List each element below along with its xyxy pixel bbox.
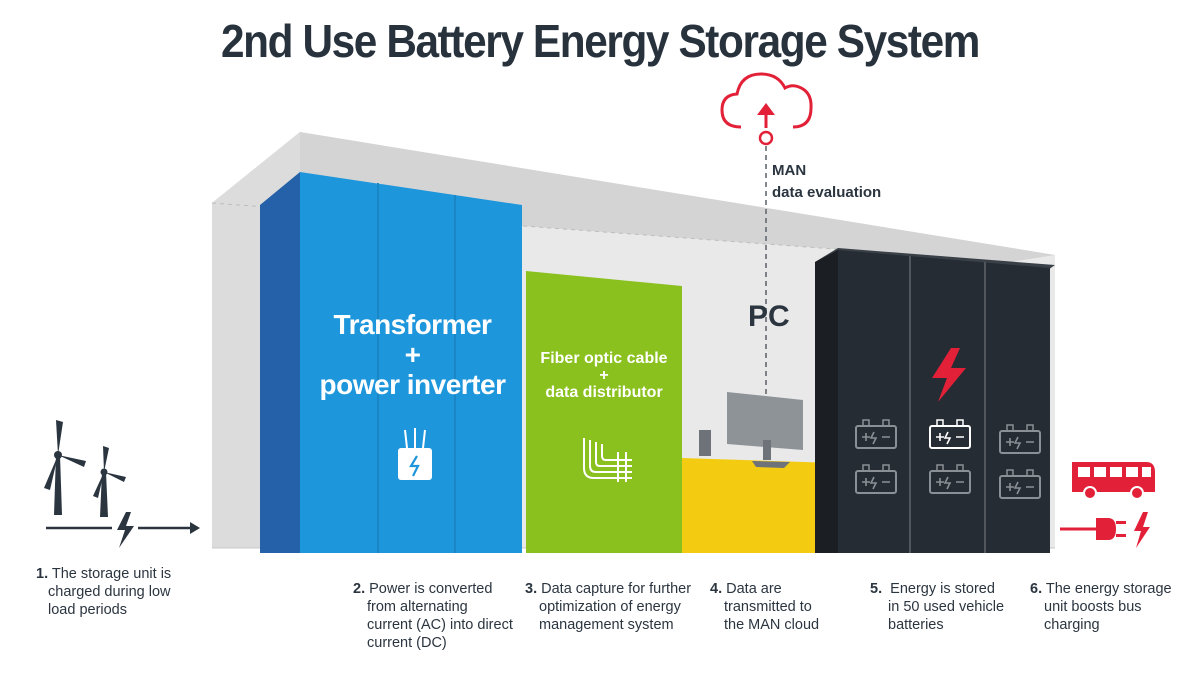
step-text: Energy is stored [890,581,995,597]
fiber-block [526,271,682,553]
fiber-label: Fiber optic cable + data distributor [528,350,680,401]
battery-icon [929,419,971,449]
transformer-block-side [260,172,300,553]
battery-icon [999,424,1041,454]
arrow-right-icon [190,522,200,534]
step-text: current (DC) [367,635,447,651]
lightning-icon [117,512,134,548]
plug-icon [1060,512,1150,548]
battery-grid [855,419,1041,499]
lightning-icon [932,348,966,402]
step-text: batteries [888,617,944,633]
step-number: 4. [710,581,723,597]
step-2-label: 2. Power is converted from alternating c… [353,580,528,652]
fiber-label-plus: + [599,367,609,384]
step-number: 5. [870,581,883,597]
step-5-label: 5. Energy is stored in 50 used vehicle b… [870,580,1020,634]
step-text: The energy storage [1045,581,1172,597]
container-roof [212,132,1055,262]
step-text: optimization of energy [539,599,681,615]
transformer-label-line3: power inverter [319,369,506,400]
step-number: 3. [525,581,538,597]
step-number: 2. [353,581,366,597]
bus-icon [1072,462,1155,500]
pc-label: PC [748,300,790,333]
step-3-label: 3. Data capture for further optimization… [525,580,710,634]
wind-turbine-icon [44,420,86,515]
desk-block [682,458,835,553]
fiber-label-line3: data distributor [545,384,663,401]
step-text: charging [1044,617,1100,633]
transformer-label-plus: + [404,339,421,370]
monitor-icon [699,392,803,468]
wind-turbine-icon [93,446,126,517]
transformer-label-line1: Transformer [333,309,492,340]
battery-cabinet-front [838,250,1050,553]
page-title: 2nd Use Battery Energy Storage System [220,15,980,67]
cloud-upload-icon [720,72,813,146]
transformer-block-front [300,172,522,553]
step-text: in 50 used vehicle [888,599,1005,615]
step-text: The storage unit is [51,566,172,582]
transformer-icon [398,428,432,480]
step-text: current (AC) into direct [367,617,513,633]
step-text: from alternating [367,599,468,615]
fiber-label-line1: Fiber optic cable [540,350,668,367]
battery-icon [929,464,971,494]
fiber-cable-icon [583,438,632,482]
step-text: Data are [726,581,782,597]
transformer-label: Transformer + power inverter [305,310,520,400]
step-number: 1. [36,566,49,582]
battery-icon [855,464,897,494]
man-label-line1: MAN [772,162,807,179]
step-1-label: 1. The storage unit is charged during lo… [36,565,206,619]
step-text: Power is converted [369,581,493,597]
step-text: load periods [48,602,127,618]
step-text: the MAN cloud [724,617,820,633]
step-text: Data capture for further [541,581,692,597]
step-text: unit boosts bus [1044,599,1142,615]
battery-icon [999,469,1041,499]
battery-icon [855,419,897,449]
battery-cabinet-side [815,250,838,553]
step-text: management system [539,617,674,633]
step-4-label: 4. Data are transmitted to the MAN cloud [710,580,840,634]
step-number: 6. [1030,581,1043,597]
step-text: charged during low [48,584,171,600]
step-text: transmitted to [724,599,812,615]
step-6-label: 6. The energy storage unit boosts bus ch… [1030,580,1195,634]
man-label-line2: data evaluation [772,184,882,201]
man-data-evaluation-label: MAN data evaluation [772,160,881,204]
